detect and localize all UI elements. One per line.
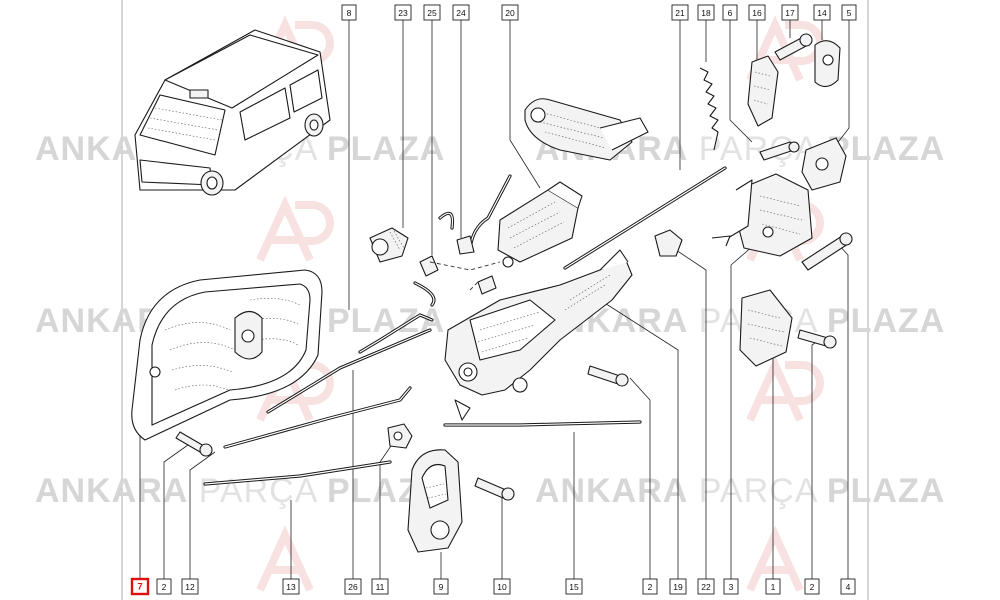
callout-label: 15 bbox=[569, 582, 579, 592]
callout-1: 1 bbox=[765, 578, 781, 595]
wm-brand-1: ANKARA bbox=[35, 472, 188, 510]
callout-18: 18 bbox=[697, 4, 715, 21]
part-25-clip bbox=[419, 255, 439, 277]
callout-19: 19 bbox=[669, 578, 687, 595]
callout-10: 10 bbox=[493, 578, 511, 595]
callout-label: 8 bbox=[347, 8, 352, 18]
callout-26: 26 bbox=[344, 578, 362, 595]
callout-2: 2 bbox=[804, 578, 820, 595]
part-17-screw bbox=[774, 33, 813, 61]
callout-label: 20 bbox=[505, 8, 515, 18]
part-2-screw-left bbox=[175, 431, 213, 457]
callout-label: 22 bbox=[701, 582, 711, 592]
part-2-screw-center bbox=[587, 365, 629, 387]
callout-2: 2 bbox=[156, 578, 172, 595]
callout-label: 12 bbox=[185, 582, 195, 592]
callout-label: 2 bbox=[162, 582, 167, 592]
part-10-screw bbox=[474, 477, 515, 501]
wm-brand-3: PLAZA bbox=[327, 130, 445, 168]
callout-7-highlighted: 7 bbox=[130, 577, 150, 596]
door-inner-panel bbox=[131, 269, 323, 441]
wm-brand-3: PLAZA bbox=[827, 130, 945, 168]
part-5-striker bbox=[801, 137, 847, 191]
van-illustration bbox=[134, 29, 331, 196]
part-9-interior-handle bbox=[407, 449, 463, 553]
wm-brand-3: PLAZA bbox=[827, 472, 945, 510]
part-connector-small bbox=[477, 275, 497, 295]
callout-8: 8 bbox=[341, 4, 357, 21]
part-11-clip bbox=[387, 423, 413, 449]
callout-label: 14 bbox=[817, 8, 827, 18]
linkage-rods bbox=[203, 166, 727, 486]
callout-label: 9 bbox=[439, 582, 444, 592]
callout-label: 4 bbox=[846, 582, 851, 592]
callout-label: 5 bbox=[847, 8, 852, 18]
connector-dash bbox=[429, 261, 501, 291]
wm-brand-2: PARÇA bbox=[199, 472, 318, 510]
callout-2: 2 bbox=[642, 578, 658, 595]
callout-label: 3 bbox=[729, 582, 734, 592]
top-callouts: 8 23 25 24 20 21 18 6 16 17 14 5 bbox=[341, 4, 857, 21]
callout-22: 22 bbox=[697, 578, 715, 595]
callout-12: 12 bbox=[181, 578, 199, 595]
callout-label: 21 bbox=[675, 8, 685, 18]
callout-label: 18 bbox=[701, 8, 711, 18]
callout-label: 2 bbox=[648, 582, 653, 592]
callout-15: 15 bbox=[565, 578, 583, 595]
part-2-screw-right bbox=[797, 329, 837, 349]
part-16-bracket bbox=[747, 55, 779, 127]
callout-label: 25 bbox=[427, 8, 437, 18]
callout-4: 4 bbox=[840, 578, 856, 595]
callout-21: 21 bbox=[671, 4, 689, 21]
callout-3: 3 bbox=[723, 578, 739, 595]
callout-label: 1 bbox=[771, 582, 776, 592]
callout-label: 26 bbox=[348, 582, 358, 592]
callout-label: 7 bbox=[137, 582, 142, 593]
part-23-lock-cylinder bbox=[369, 227, 409, 263]
callout-label: 19 bbox=[673, 582, 683, 592]
part-22-clip bbox=[654, 229, 683, 257]
callout-24: 24 bbox=[452, 4, 470, 21]
wm-brand-2: PARÇA bbox=[699, 472, 818, 510]
callout-label: 24 bbox=[456, 8, 466, 18]
callout-label: 23 bbox=[398, 8, 408, 18]
part-14-striker bbox=[814, 40, 841, 88]
wm-brand-3: PLAZA bbox=[827, 302, 945, 340]
callout-label: 10 bbox=[497, 582, 507, 592]
part-18-spring bbox=[699, 67, 719, 151]
callout-label: 16 bbox=[752, 8, 762, 18]
part-24-clip bbox=[456, 235, 475, 255]
callout-9: 9 bbox=[433, 578, 449, 595]
callout-label: 6 bbox=[728, 8, 733, 18]
callout-17: 17 bbox=[781, 4, 799, 21]
callout-20: 20 bbox=[501, 4, 519, 21]
part-19-lock-mechanism bbox=[444, 249, 633, 421]
callout-6: 6 bbox=[722, 4, 738, 21]
part-1-bracket bbox=[739, 289, 793, 367]
callout-16: 16 bbox=[748, 4, 766, 21]
bottom-callouts: 7 2 12 13 26 11 9 10 15 2 19 22 3 1 2 4 bbox=[130, 577, 856, 596]
part-3-rear-lock bbox=[711, 173, 813, 257]
part-20-actuator bbox=[497, 181, 583, 268]
part-4-screw bbox=[801, 232, 853, 271]
svg-text:ANKARA PARÇA PLAZA: ANKARA PARÇA PLAZA bbox=[535, 472, 945, 510]
callout-label: 2 bbox=[810, 582, 815, 592]
diagram-frame bbox=[121, 0, 869, 600]
callout-23: 23 bbox=[394, 4, 412, 21]
callout-25: 25 bbox=[423, 4, 441, 21]
callout-14: 14 bbox=[813, 4, 831, 21]
svg-text:ANKARA PARÇA PLAZA: ANKARA PARÇA PLAZA bbox=[35, 472, 445, 510]
callout-13: 13 bbox=[282, 578, 300, 595]
part-6-screw bbox=[759, 141, 800, 161]
callout-11: 11 bbox=[371, 578, 389, 595]
callout-label: 17 bbox=[785, 8, 795, 18]
callout-5: 5 bbox=[841, 4, 857, 21]
actuator-assembly-top bbox=[524, 98, 649, 161]
callout-label: 13 bbox=[286, 582, 296, 592]
wm-brand-1: ANKARA bbox=[535, 472, 688, 510]
callout-label: 11 bbox=[376, 582, 385, 592]
